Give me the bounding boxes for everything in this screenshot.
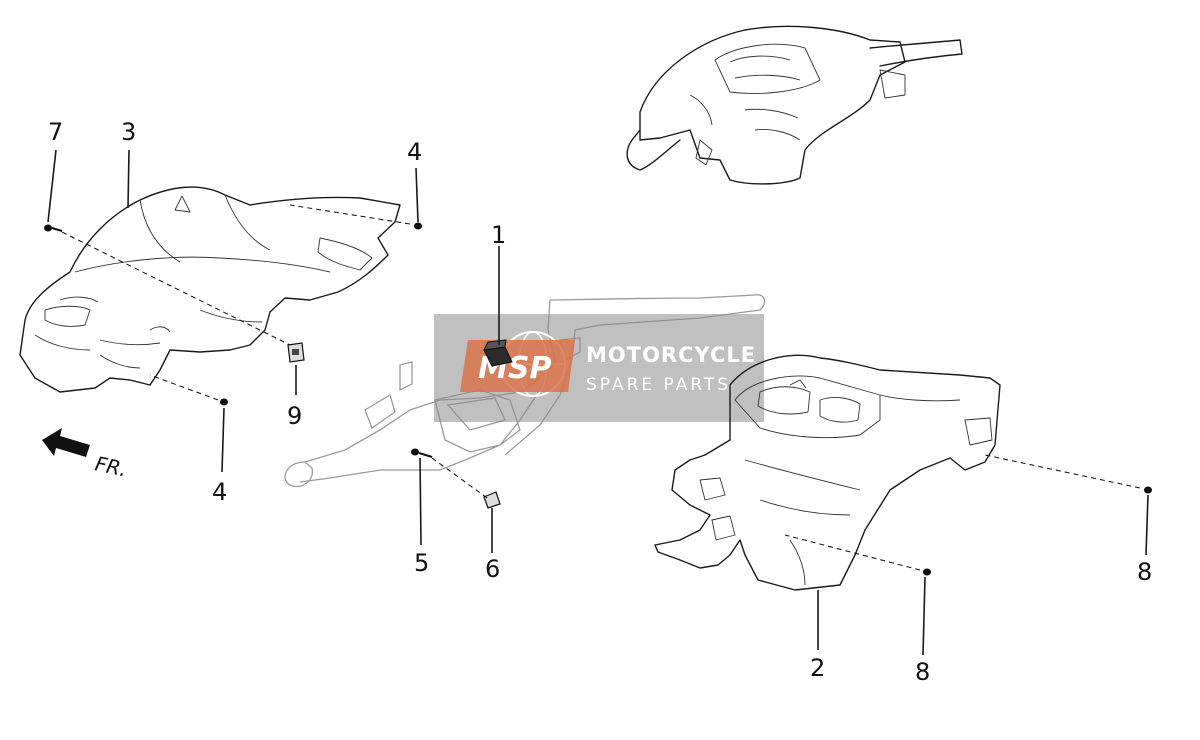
direction-label: FR. [93, 451, 129, 481]
screw-4-lower [220, 398, 228, 406]
screw-4-upper [414, 222, 422, 230]
clip-9 [287, 342, 305, 363]
screw-5 [411, 448, 433, 458]
front-direction-indicator: FR. [42, 428, 129, 481]
watermark: MSP MOTORCYCLE SPARE PARTS [434, 314, 764, 422]
screw-8-right [1144, 486, 1152, 494]
callout-9: 9 [287, 402, 302, 430]
screw-8-bottom [923, 568, 931, 576]
callout-2: 2 [810, 654, 825, 682]
arrow-left-icon [42, 428, 90, 457]
callout-3: 3 [121, 118, 136, 146]
watermark-title: MOTORCYCLE [586, 343, 756, 367]
callout-5: 5 [414, 549, 429, 577]
callout-1: 1 [491, 221, 506, 249]
callout-4-lower: 4 [212, 478, 227, 506]
callout-8-bottom: 8 [915, 658, 930, 686]
pad-part [483, 339, 513, 367]
screw-7 [44, 224, 63, 232]
callout-7: 7 [48, 118, 63, 146]
callout-4-upper: 4 [407, 138, 422, 166]
callout-8-right: 8 [1137, 558, 1152, 586]
callout-numbers: 7 3 4 1 9 4 5 6 2 8 8 [48, 118, 1152, 686]
assembled-handlebar-cover [626, 25, 963, 185]
clip-6 [483, 491, 501, 509]
leader-lines [47, 149, 1149, 656]
watermark-subtitle: SPARE PARTS [586, 375, 731, 395]
rear-handlebar-cover [654, 354, 1001, 591]
assembly-lines [61, 204, 1141, 571]
callout-6: 6 [485, 555, 500, 583]
front-handlebar-cover [19, 186, 401, 393]
